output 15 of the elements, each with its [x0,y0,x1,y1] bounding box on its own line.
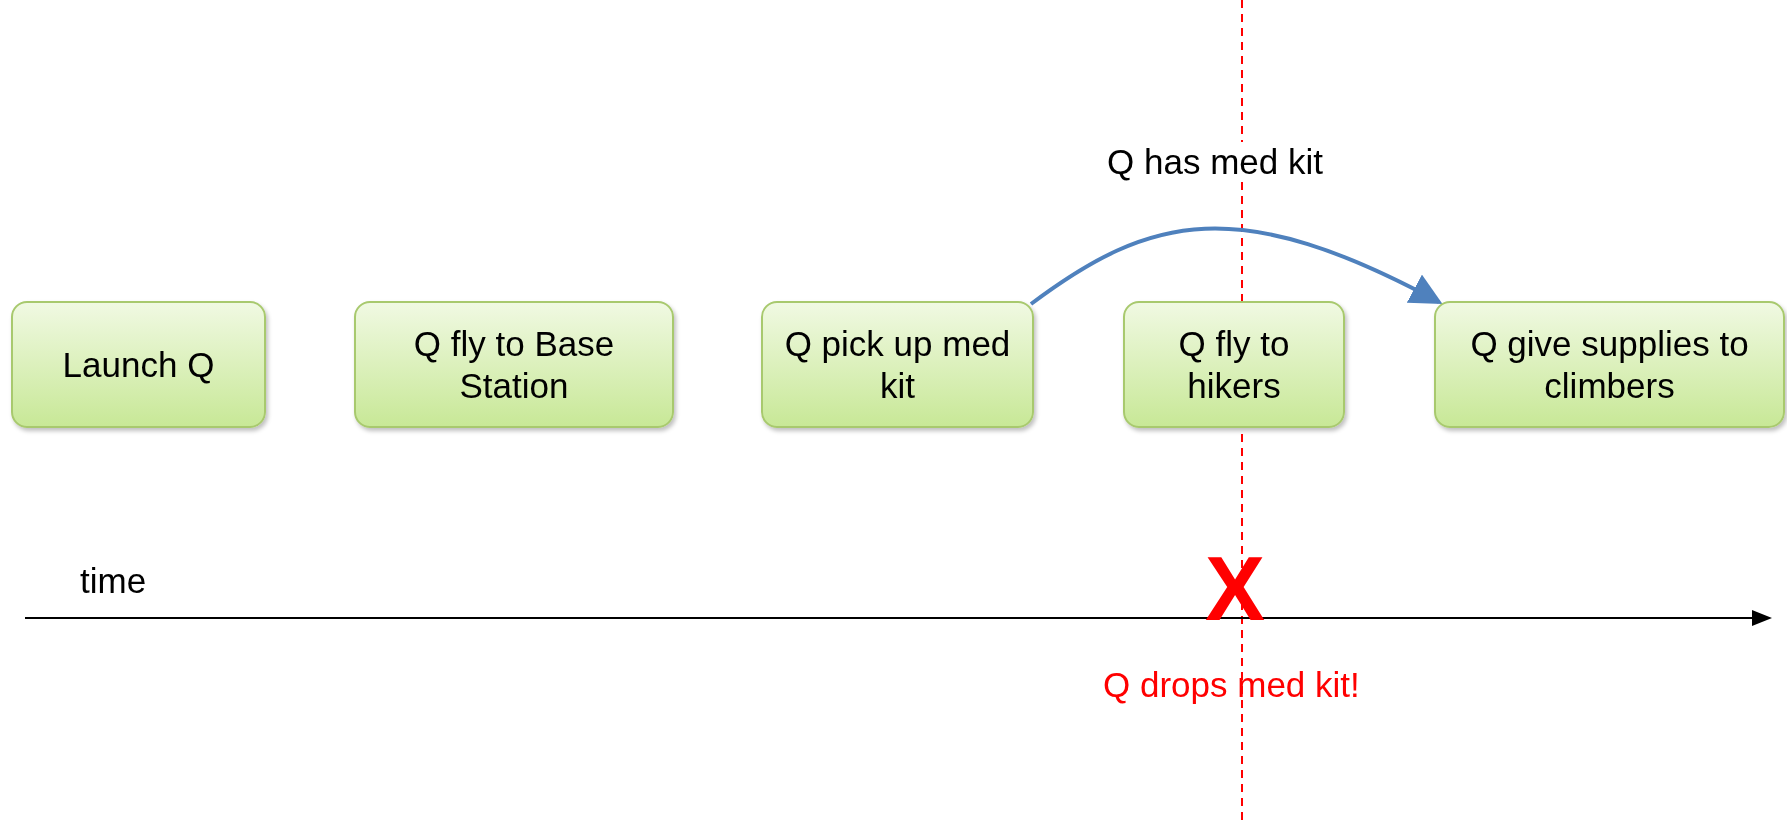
box-text: Q fly to Base Station [412,322,616,407]
box-text: Q give supplies to climbers [1469,322,1750,407]
cross-mark: X [1205,540,1266,639]
event-note: Q drops med kit! [1103,666,1360,705]
arrow [1029,226,1443,306]
process-box [354,301,674,428]
edge-label: Q has med kit [1105,142,1325,182]
process-box [1123,301,1345,428]
process-box [761,301,1034,428]
box-text: Launch Q [61,343,216,386]
box-text: Q pick up med kit [783,322,1012,407]
box-text: Q fly to hikers [1177,322,1291,407]
time-label: time [80,562,147,601]
process-box [1434,301,1785,428]
process-box [11,301,266,428]
